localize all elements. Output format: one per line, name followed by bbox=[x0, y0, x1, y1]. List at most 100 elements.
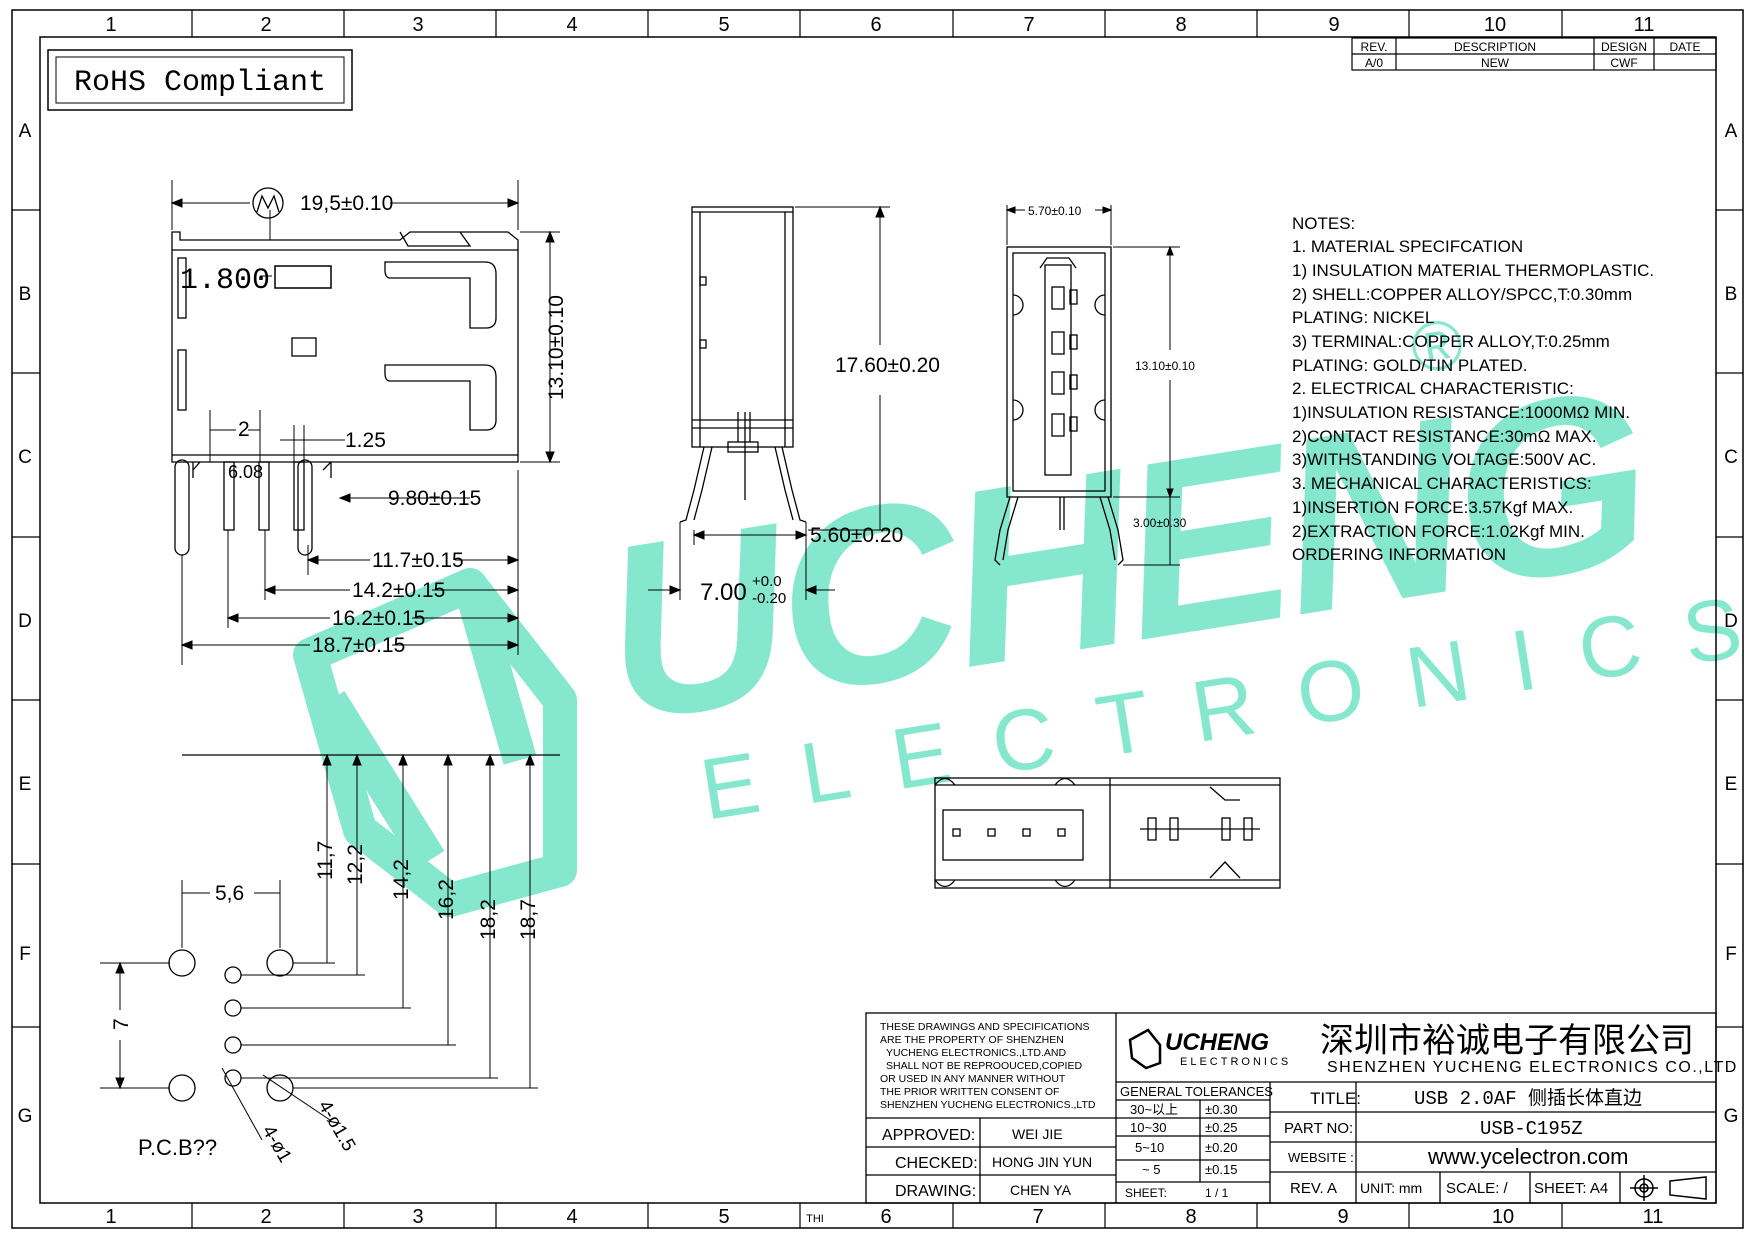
col-label: 5 bbox=[718, 14, 729, 36]
col-label: 7 bbox=[1023, 14, 1034, 36]
rev-value: REV. A bbox=[1290, 1180, 1337, 1197]
unit-value: UNIT: mm bbox=[1360, 1180, 1422, 1196]
row-label: D bbox=[1724, 611, 1738, 632]
design-value: CWF bbox=[1610, 56, 1637, 70]
company-logo-icon bbox=[1128, 1028, 1162, 1070]
row-label: F bbox=[1725, 944, 1737, 965]
end-view-labels: 5.70±0.10 13.10±0.10 3.00±0.30 bbox=[1028, 204, 1195, 530]
description-value: NEW bbox=[1481, 56, 1510, 70]
row-label: A bbox=[19, 121, 32, 142]
dim-142-v: 14,2 bbox=[390, 859, 413, 900]
dim-125: 1.25 bbox=[345, 429, 386, 452]
col-label: 7 bbox=[1032, 1206, 1043, 1228]
hole-large-callout: 4-ø1.5 bbox=[314, 1097, 360, 1155]
col-label: 1 bbox=[105, 14, 116, 36]
tol-value: ±0.30 bbox=[1205, 1102, 1237, 1117]
bottom-view bbox=[934, 777, 1281, 889]
col-label: 3 bbox=[412, 1206, 423, 1228]
pcb-caption: P.C.B?? bbox=[138, 1135, 217, 1160]
row-label: A bbox=[1725, 121, 1738, 142]
drawing-label: DRAWING: bbox=[895, 1183, 976, 1200]
row-label: E bbox=[19, 774, 32, 795]
title-label: TITLE: bbox=[1310, 1089, 1361, 1108]
part-value: USB-C195Z bbox=[1480, 1118, 1583, 1140]
row-label: F bbox=[19, 944, 31, 965]
col-label: 8 bbox=[1185, 1206, 1196, 1228]
tol-range: 5~10 bbox=[1135, 1140, 1164, 1155]
note-line: 3)WITHSTANDING VOLTAGE:500V AC. bbox=[1292, 450, 1596, 469]
website-value[interactable]: www.ycelectron.com bbox=[1427, 1144, 1629, 1169]
note-line: NOTES: bbox=[1292, 214, 1355, 233]
dim-980: 9.80±0.15 bbox=[388, 487, 481, 510]
dim-122-v: 12,2 bbox=[344, 844, 367, 885]
dim-pitch-lower: -0.20 bbox=[752, 590, 786, 607]
dim-142: 14.2±0.15 bbox=[352, 579, 445, 602]
col-label: 5 bbox=[718, 1206, 729, 1228]
tol-value: ±0.15 bbox=[1205, 1162, 1237, 1177]
drawing-value: CHEN YA bbox=[1010, 1182, 1072, 1198]
column-numbers-bottom: 1 2 3 4 5 THI 6 7 8 9 10 11 bbox=[105, 1206, 1663, 1228]
col-label: 4 bbox=[566, 1206, 577, 1228]
hole-small-callout: 4-ø1 bbox=[258, 1122, 296, 1166]
col-label: 10 bbox=[1492, 1206, 1514, 1228]
approved-value: WEI JIE bbox=[1012, 1126, 1063, 1142]
description-header: DESCRIPTION bbox=[1454, 40, 1536, 54]
note-line: 3) TERMINAL:COPPER ALLOY,T:0.25mm bbox=[1292, 332, 1610, 351]
part-label: PART NO: bbox=[1284, 1120, 1353, 1137]
dim-162-v: 16,2 bbox=[435, 879, 458, 920]
note-line: PLATING: GOLD/TIN PLATED. bbox=[1292, 356, 1528, 375]
pcb-hole-large bbox=[266, 949, 294, 977]
projection-symbol-icon bbox=[1630, 1175, 1707, 1201]
tol-range: ~ 5 bbox=[1142, 1162, 1160, 1177]
col-label: 9 bbox=[1328, 14, 1339, 36]
side-view-dimensions bbox=[648, 205, 890, 600]
col-label: 6 bbox=[880, 1206, 891, 1228]
logo-sub: ELECTRONICS bbox=[1180, 1056, 1291, 1068]
front-view-dimensions bbox=[170, 180, 560, 665]
row-label: C bbox=[18, 447, 32, 468]
company-name-cn: 深圳市裕诚电子有限公司 bbox=[1320, 1022, 1694, 1060]
disclaimer-line: ARE THE PROPERTY OF SHENZHEN bbox=[880, 1034, 1064, 1046]
dim-height-1760: 17.60±0.20 bbox=[835, 354, 940, 377]
title-block bbox=[865, 1012, 1717, 1204]
col-label: 4 bbox=[566, 14, 577, 36]
col-label: 10 bbox=[1484, 14, 1506, 36]
col-label: 6 bbox=[870, 14, 881, 36]
date-header: DATE bbox=[1669, 40, 1700, 54]
title-block-disclaimer: THESE DRAWINGS AND SPECIFICATIONS ARE TH… bbox=[880, 1021, 1096, 1111]
note-line: 2)EXTRACTION FORCE:1.02Kgf MIN. bbox=[1292, 522, 1585, 541]
col-label: 11 bbox=[1634, 14, 1655, 36]
title-block-signatures: APPROVED: WEI JIE CHECKED: HONG JIN YUN … bbox=[882, 1126, 1092, 1200]
front-view bbox=[171, 231, 519, 556]
sheet-label: SHEET: bbox=[1125, 1186, 1167, 1200]
watermark-registered: ® bbox=[1405, 303, 1468, 388]
dim-pitch: 7.00 bbox=[700, 579, 747, 606]
front-view-labels: 19,5±0.10 13.10±0.10 1.800 2 1.25 6.08 9… bbox=[180, 192, 568, 657]
note-line: 2)CONTACT RESISTANCE:30mΩ MAX. bbox=[1292, 427, 1597, 446]
watermark-logo-icon bbox=[293, 568, 577, 917]
title-value: USB 2.0AF 侧插长体直边 bbox=[1414, 1087, 1642, 1110]
dim-7: 7 bbox=[110, 1018, 133, 1030]
company-header: UCHENG ELECTRONICS 深圳市裕诚电子有限公司 SHENZHEN … bbox=[1165, 1022, 1736, 1076]
tol-value: ±0.20 bbox=[1205, 1140, 1237, 1155]
rev-value: A/0 bbox=[1365, 56, 1383, 70]
checked-value: HONG JIN YUN bbox=[992, 1154, 1092, 1170]
disclaimer-line: SHALL NOT BE REPROOUCED,COPIED bbox=[886, 1060, 1082, 1072]
dim-182-v: 18,2 bbox=[477, 899, 500, 940]
dim-162: 16.2±0.15 bbox=[332, 607, 425, 630]
watermark: UCHENG ELECTRONICS ® bbox=[293, 303, 1755, 917]
title-block-info: TITLE: USB 2.0AF 侧插长体直边 PART NO: USB-C19… bbox=[1284, 1087, 1642, 1197]
col-label: 11 bbox=[1643, 1206, 1664, 1228]
tol-range: 30~以上 bbox=[1130, 1102, 1178, 1117]
pcb-dimensions bbox=[100, 753, 538, 1141]
pcb-hole-small bbox=[224, 999, 242, 1017]
dim-width-570: 5.70±0.10 bbox=[1028, 204, 1082, 218]
grid-ticks bbox=[12, 10, 1743, 1228]
column-numbers-top: 1 2 3 4 5 6 7 8 9 10 11 bbox=[105, 14, 1654, 36]
dim-117: 11.7±0.15 bbox=[372, 549, 464, 572]
rev-header: REV. bbox=[1361, 40, 1388, 54]
dim-187-v: 18,7 bbox=[517, 899, 540, 940]
dim-height-1310: 13.10±0.10 bbox=[1135, 359, 1195, 373]
row-label: E bbox=[1725, 774, 1738, 795]
note-line: 2) SHELL:COPPER ALLOY/SPCC,T:0.30mm bbox=[1292, 285, 1632, 304]
